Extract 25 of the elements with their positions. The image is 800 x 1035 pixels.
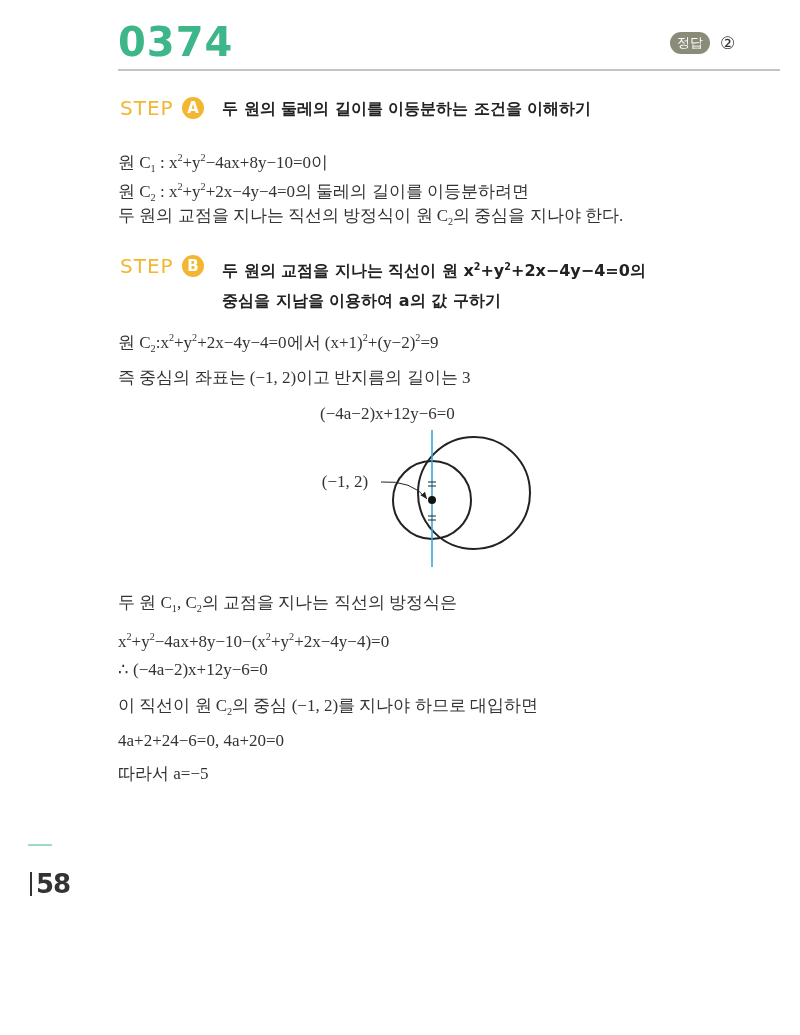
answer-number: ②	[720, 32, 736, 55]
center-dot	[428, 496, 436, 504]
solution-line: 두 원의 교점을 지나는 직선의 방정식이 원 C$_{2}$의 중심을 지나야 한다.	[118, 205, 624, 230]
solution-line: 원 C$_{2}$ : x$^{2}$+y$^{2}$+2x−4y−4=0의 둘레의 길이를 이등분하려면	[118, 180, 529, 206]
problem-number: 0374	[118, 18, 234, 66]
equation-label: (−4a−2)x+12y−6=0	[320, 403, 455, 425]
solution-line: x$^{2}$+y$^{2}$−4ax+8y−10−(x$^{2}$+y$^{2}$+2x−4y−4)=0	[118, 630, 390, 653]
step-heading: 두 원의 교점을 지나는 직선이 원 x$^{2}$+y$^{2}$+2x−4y−4=0의 중심을 지남을 이용하여 a의 값 구하기	[222, 260, 647, 313]
step-letter-badge: A	[182, 97, 204, 119]
solution-line: 두 원 C$_{1}$, C$_{2}$의 교점을 지나는 직선의 방정식은	[118, 592, 457, 617]
solution-line: 4a+2+24−6=0, 4a+20=0	[118, 730, 285, 752]
solution-line: 원 C$_{1}$ : x$^{2}$+y$^{2}$−4ax+8y−10=0이	[118, 151, 329, 177]
solution-line: 따라서 a=−5	[118, 763, 209, 785]
solution-line: 이 직선이 원 C$_{2}$의 중심 (−1, 2)를 지나야 하므로 대입하면	[118, 695, 538, 720]
answer-badge: 정답	[670, 32, 710, 54]
step-label: STEP	[120, 95, 174, 121]
step-heading: 두 원의 둘레의 길이를 이등분하는 조건을 이해하기	[222, 98, 592, 120]
leader-line	[380, 481, 428, 500]
solution-line: 원 C$_{2}$:x$^{2}$+y$^{2}$+2x−4y−4=0에서 (x+1)$^{2}$+(y−2)$^{2}$=9	[118, 331, 439, 357]
step-letter-badge: B	[182, 255, 204, 277]
page-number: 58	[36, 868, 71, 900]
solution-line: 즉 중심의 좌표는 (−1, 2)이고 반지름의 길이는 3	[118, 367, 471, 389]
solution-line: ∴ (−4a−2)x+12y−6=0	[118, 659, 268, 681]
point-label: (−1, 2)	[310, 471, 380, 493]
step-label: STEP	[120, 253, 174, 279]
